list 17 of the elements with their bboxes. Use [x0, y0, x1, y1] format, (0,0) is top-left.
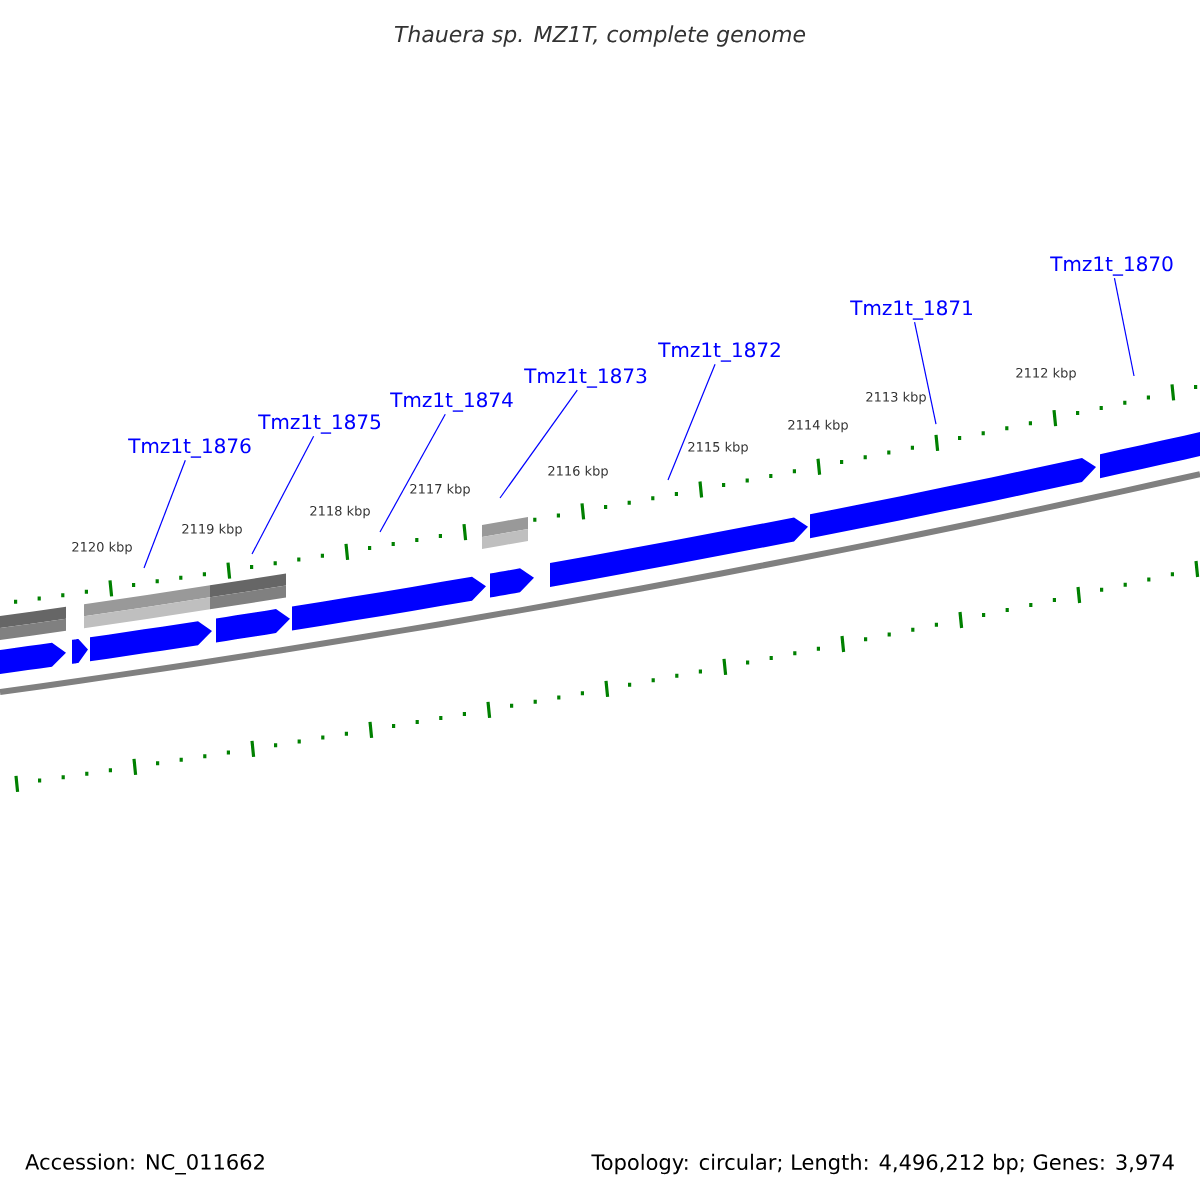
leader-line	[667, 363, 716, 481]
leader-line	[379, 413, 446, 533]
leader-line	[913, 321, 937, 425]
gene-label: Tmz1t_1871	[850, 300, 972, 320]
leader-line	[1113, 277, 1135, 377]
gene-label: Tmz1t_1876	[128, 438, 251, 458]
gene-label: Tmz1t_1873	[524, 368, 647, 388]
leader-line	[499, 389, 578, 499]
gene-label: Tmz1t_1874	[390, 392, 513, 412]
leader-line	[251, 435, 315, 555]
genome-info-text: Topology: circular; Length: 4,496,212 bp; Genes: 3,974	[591, 1153, 1174, 1175]
leader-line	[143, 459, 186, 569]
title: Thauera sp. MZ1T, complete genome	[394, 25, 806, 47]
accession-text: Accession: NC_011662	[25, 1153, 264, 1175]
gene-label: Tmz1t_1870	[1050, 256, 1173, 276]
gene-label: Tmz1t_1872	[658, 342, 780, 362]
gene-label: Tmz1t_1875	[258, 414, 381, 434]
